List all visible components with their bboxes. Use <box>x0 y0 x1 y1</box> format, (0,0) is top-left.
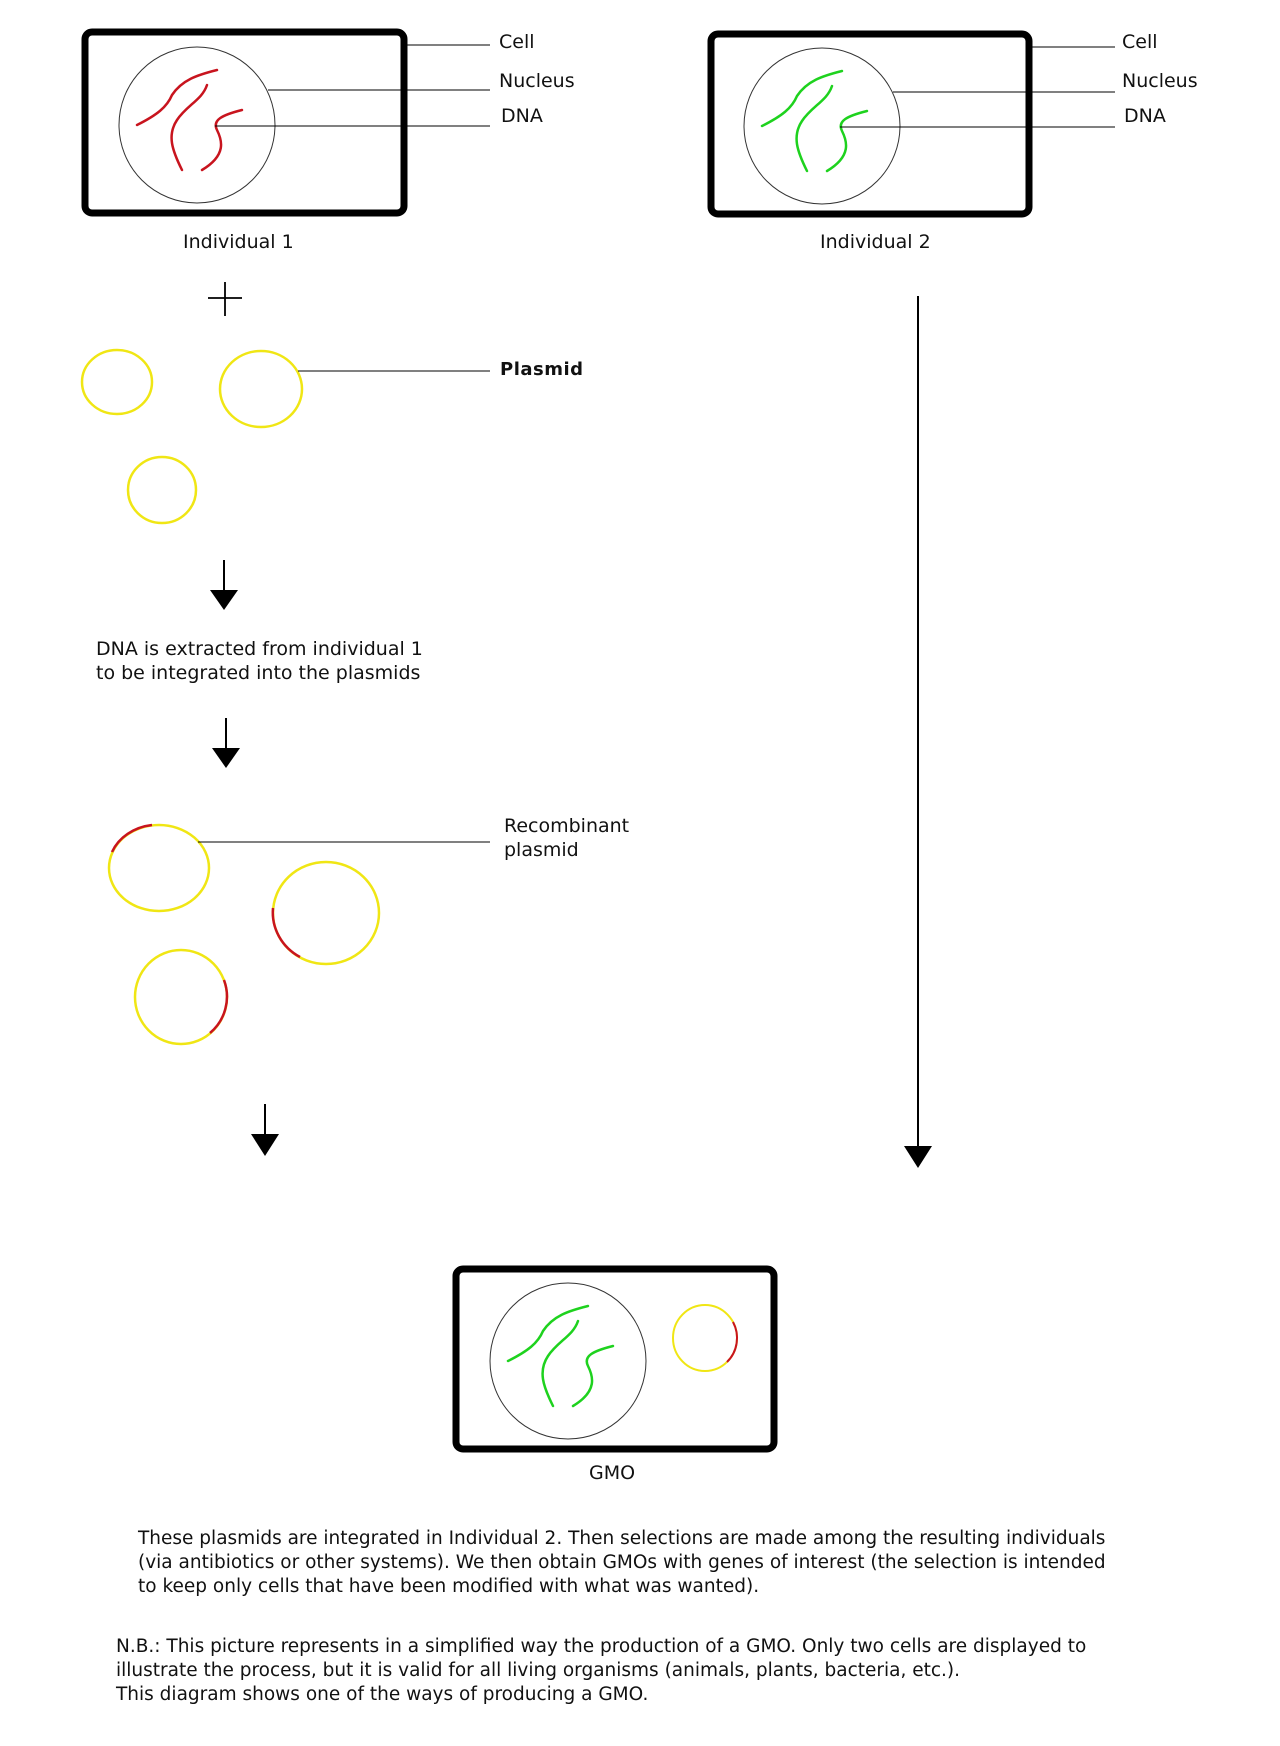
arrow-down-icon <box>904 296 932 1168</box>
dna-insert <box>209 979 229 1034</box>
plus-icon <box>208 282 242 316</box>
description-line-3: to keep only cells that have been modifi… <box>138 1576 760 1597</box>
nucleus <box>118 46 276 204</box>
nucleus <box>489 1282 647 1440</box>
caption-individual-2: Individual 2 <box>820 231 931 253</box>
caption-gmo: GMO <box>589 1462 636 1484</box>
description-line-2: (via antibiotics or other systems). We t… <box>138 1552 1106 1573</box>
label-nucleus-2: Nucleus <box>1122 70 1198 92</box>
label-recombinant-line-2: plasmid <box>504 839 579 861</box>
cell-wall <box>81 28 408 217</box>
recombinant-plasmid-group <box>107 823 381 1046</box>
step-1-text-line-1: DNA is extracted from individual 1 <box>96 638 423 660</box>
description-line-1: These plasmids are integrated in Individ… <box>138 1528 1106 1549</box>
label-plasmid: Plasmid <box>500 359 584 380</box>
dna-red <box>135 68 244 172</box>
label-cell-2: Cell <box>1122 31 1158 53</box>
individual-2-cell <box>707 30 1115 218</box>
arrow-down-icon <box>251 1104 279 1156</box>
note-line-2: illustrate the process, but it is valid … <box>116 1660 960 1681</box>
gmo-cell <box>452 1265 778 1453</box>
recombinant-plasmid <box>107 823 211 913</box>
dna-insert <box>110 823 153 853</box>
arrow-down-icon <box>212 718 240 768</box>
plasmid <box>126 455 198 525</box>
label-nucleus-1: Nucleus <box>499 70 575 92</box>
plasmid-group <box>80 348 304 525</box>
dna-green <box>760 69 869 173</box>
nucleus <box>743 47 901 205</box>
step-1-text-line-2: to be integrated into the plasmids <box>96 662 421 684</box>
label-dna-2: DNA <box>1124 105 1166 127</box>
dna-insert <box>271 907 301 959</box>
arrow-down-icon <box>210 560 238 610</box>
cell-wall <box>452 1265 778 1453</box>
dna-green <box>506 1304 615 1408</box>
dna-insert <box>726 1321 739 1363</box>
individual-1-cell <box>81 28 490 217</box>
plasmid <box>80 348 154 416</box>
note-line-1: N.B.: This picture represents in a simpl… <box>116 1636 1087 1657</box>
plasmid <box>218 349 304 429</box>
label-recombinant-line-1: Recombinant <box>504 815 630 837</box>
note-line-3: This diagram shows one of the ways of pr… <box>116 1684 649 1705</box>
label-dna-1: DNA <box>501 105 543 127</box>
label-cell-1: Cell <box>499 31 535 53</box>
cell-wall <box>707 30 1033 218</box>
caption-individual-1: Individual 1 <box>183 231 294 253</box>
